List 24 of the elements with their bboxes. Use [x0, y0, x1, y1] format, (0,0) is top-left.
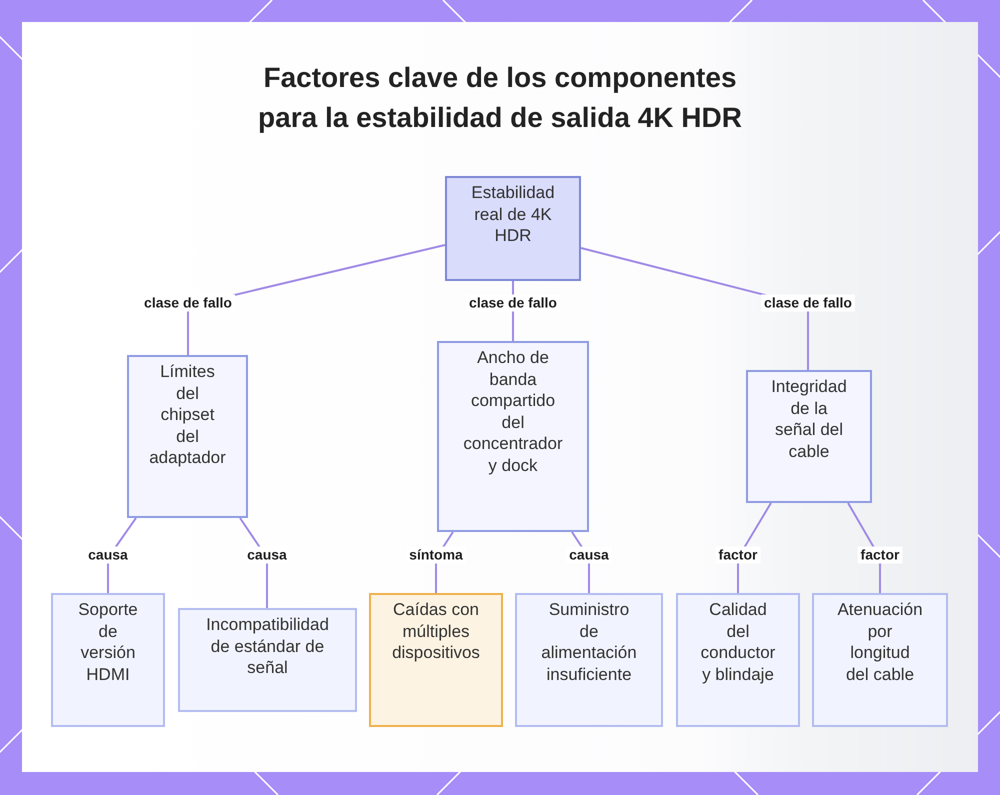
concept-box [812, 593, 948, 727]
concept-box [178, 608, 357, 712]
concept-box [369, 593, 503, 727]
node-text: Soporte de versión HDMI [77, 599, 139, 686]
concept-box [51, 593, 165, 727]
node-text: Caídas con múltiples dispositivos [391, 599, 481, 664]
node-text: Límites del chipset del adaptador [148, 361, 226, 469]
node-text: Suministro de alimentación insuficiente [540, 599, 638, 686]
node-text: Calidad del conductor y blindaje [700, 599, 776, 686]
edge-label: clase de fallo [761, 294, 855, 312]
edge-label: factor [716, 546, 760, 564]
concept-box [746, 370, 872, 503]
diagram-title: Factores clave de los componentes para la estabilidad de salida 4K HDR [257, 61, 743, 135]
node-text: Atenuación por longitud del cable [837, 599, 923, 686]
concept-box [676, 593, 800, 727]
concept-box [127, 355, 248, 518]
node-text: Incompatibilidad de estándar de señal [205, 614, 330, 679]
concept-box [515, 593, 663, 727]
edge-label: factor [858, 546, 902, 564]
concept-box [445, 176, 581, 281]
node-text: Ancho de banda compartido del concentrador y dock [462, 347, 564, 477]
node-text: Estabilidad real de 4K HDR [470, 182, 556, 247]
concept-box [437, 341, 589, 532]
node-text: Integridad de la señal del cable [770, 376, 848, 462]
